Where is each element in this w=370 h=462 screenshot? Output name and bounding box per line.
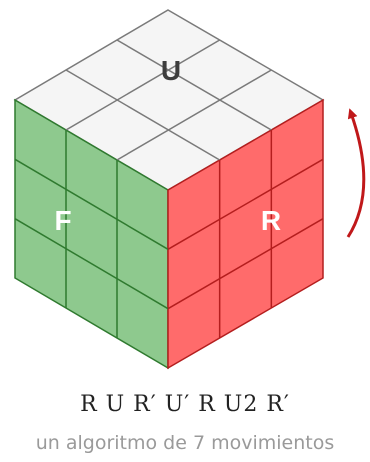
face-label-r: R [261, 205, 281, 236]
face-label-u: U [161, 55, 181, 86]
face-label-f: F [54, 205, 71, 236]
front-face-grid-line [14, 158, 169, 250]
caption-text: un algoritmo de 7 movimientos [35, 432, 335, 454]
rubiks-cube-diagram: U F R [13, 9, 366, 370]
right-face-grid-line [167, 158, 324, 250]
top-face-grid-line [65, 39, 221, 131]
front-face-grid-line [14, 218, 169, 310]
top-face-grid-line [116, 69, 272, 161]
cube-grid-lines [14, 39, 324, 338]
curved-rotation-arrow-icon [346, 108, 366, 238]
right-face-grid-line [167, 218, 324, 310]
top-face-grid-line [116, 39, 272, 131]
algorithm-notation: R U R′ U′ R U2 R′ [80, 392, 290, 417]
top-face-grid-line [65, 69, 221, 161]
